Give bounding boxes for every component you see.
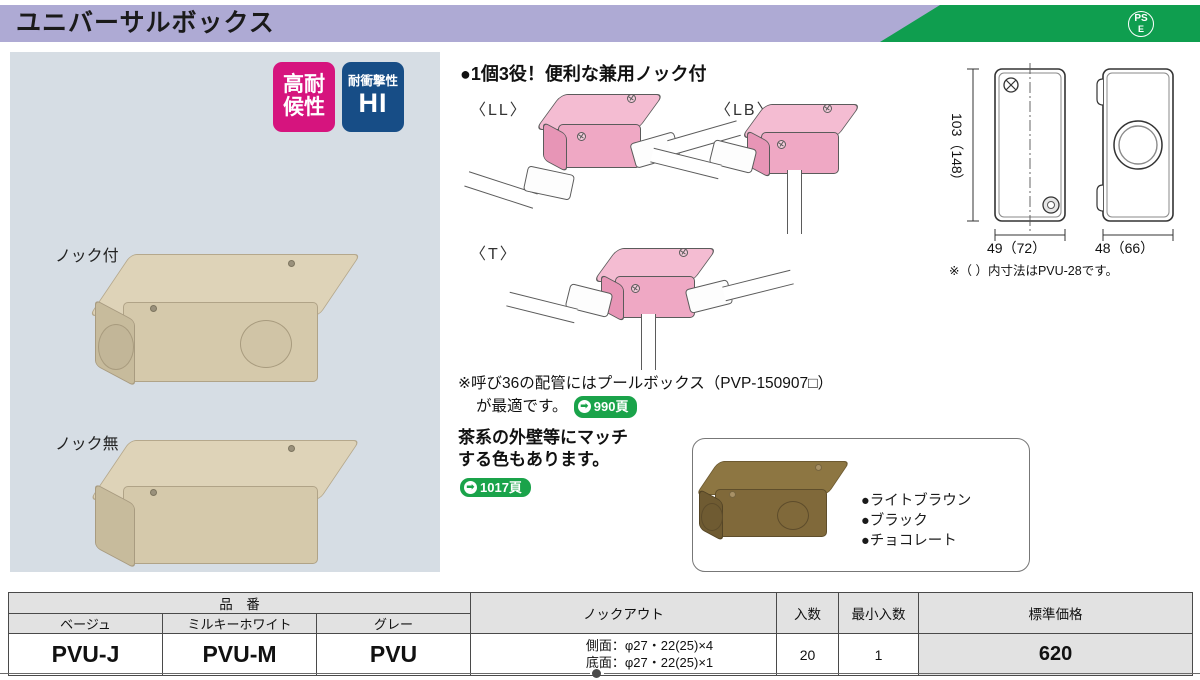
color-option: ●ライトブラウン [861, 493, 972, 509]
screw-icon [815, 464, 822, 471]
table-group-header: 品 番 [7, 592, 472, 614]
footer-rule [0, 668, 1200, 680]
config-label-ll: 〈LL〉 [470, 102, 528, 119]
dimension-svg [967, 63, 1174, 241]
config-label-t: 〈T〉 [470, 246, 518, 263]
brown-msg-line-1: 茶系の外壁等にマッチ [458, 428, 628, 447]
knockout-spec-line-2: 底面：φ27・22(25)×1 [585, 654, 714, 670]
color-variant-list: ●ライトブラウン ●ブラック ●チョコレート [861, 491, 971, 551]
note-line-1: ※呼び36の配管にはプールボックス（PVP-150907□） [458, 375, 834, 392]
page-reference-1017[interactable]: ➡ 1017頁 [460, 477, 531, 497]
arrow-right-icon: ➡ [464, 480, 477, 494]
knockout-circle-front [240, 320, 292, 368]
dimension-depth: 48（66） [1095, 240, 1155, 256]
pse-e-text: E [1137, 24, 1144, 34]
brown-msg-line-2: する色もあります。 [458, 450, 610, 470]
pse-ps-text: PS [1134, 13, 1148, 24]
table-header-milky-white: ミルキーホワイト [162, 613, 317, 634]
page-reference-990[interactable]: ➡ 990頁 [573, 396, 638, 418]
model-gray: PVU [315, 633, 472, 676]
badge-weather-resistance: 高耐 候性 [273, 62, 335, 132]
brown-color-message: 茶系の外壁等にマッチ する色もあります。 ➡ 1017頁 [458, 427, 693, 498]
note-line-2: が最適です。 [476, 398, 568, 416]
page-title: ユニバーサルボックス [16, 9, 275, 37]
table-header-qty: 入数 [776, 592, 840, 634]
photo-label-with-knockout: ノック付 [55, 248, 119, 265]
screw-icon [627, 94, 636, 103]
dimension-height: 103（148） [949, 113, 965, 188]
price-value: 620 [918, 633, 1194, 676]
table-header-gray: グレー [315, 613, 472, 634]
screw-icon [150, 489, 157, 496]
model-milky-white: PVU-M [162, 633, 317, 676]
model-beige: PVU-J [8, 633, 163, 676]
photo-label-without-knockout: ノック無 [55, 436, 119, 453]
dimension-width: 49（72） [987, 240, 1047, 256]
pse-mark-icon: PS E [1128, 11, 1154, 37]
header-purple-band [0, 5, 1000, 42]
table-header-beige: ベージュ [8, 613, 163, 634]
pool-box-note: ※呼び36の配管にはプールボックス（PVP-150907□） が最適です。 ➡ … [458, 372, 908, 419]
footer-dot [592, 669, 601, 678]
screw-icon [150, 305, 157, 312]
page-reference-label: 990頁 [593, 399, 629, 414]
knockout-circle-front [777, 501, 809, 530]
qty-value: 20 [776, 633, 840, 676]
product-photo-panel: ノック付 ノック無 高耐 候性 耐衝撃性 [10, 52, 440, 572]
table-header-row-2: ベージュ ミルキーホワイト グレー [8, 613, 1193, 634]
arrow-right-icon: ➡ [577, 400, 591, 414]
badge-impact-resistance: 耐衝撃性 HI [342, 62, 404, 132]
table-row: PVU-J PVU-M PVU 側面：φ27・22(25)×4 底面：φ27・2… [8, 633, 1194, 676]
knockout-circle-side [701, 503, 723, 531]
dimension-note: ※（ ）内寸法はPVU-28です。 [949, 264, 1118, 278]
page-reference-label: 1017頁 [480, 479, 522, 495]
color-option: ●ブラック [861, 513, 928, 529]
brown-color-panel: ●ライトブラウン ●ブラック ●チョコレート [692, 438, 1030, 572]
badge-line1: 高耐 [283, 73, 325, 97]
badge-line2: 候性 [283, 96, 325, 119]
screw-icon [729, 491, 736, 498]
screw-icon [777, 140, 786, 149]
table-header-min-qty: 最小入数 [838, 592, 920, 634]
table-header-price: 標準価格 [918, 592, 1194, 634]
screw-icon [577, 132, 586, 141]
screw-icon [679, 248, 688, 257]
screw-icon [823, 104, 832, 113]
specification-table: 品 番 ノックアウト 入数 最小入数 標準価格 ベージュ ミルキーホワイト グレ… [7, 592, 1194, 676]
badge-line2: HI [358, 88, 388, 119]
badge-line1: 耐衝撃性 [347, 74, 398, 89]
table-header-row-1: 品 番 ノックアウト 入数 最小入数 標準価格 [7, 592, 1194, 634]
screw-icon [288, 445, 295, 452]
knockout-spec: 側面：φ27・22(25)×4 底面：φ27・22(25)×1 [470, 633, 778, 676]
screw-icon [631, 284, 640, 293]
table-header-knockout: ノックアウト [470, 592, 778, 634]
feature-badges: 高耐 候性 耐衝撃性 HI [273, 62, 404, 132]
center-section: ●1個3役！便利な兼用ノック付 〈LL〉 〈LB〉 〈T〉 [455, 52, 915, 572]
knockout-circle-side [98, 324, 134, 370]
screw-icon [288, 260, 295, 267]
page-header: ユニバーサルボックス PS E [0, 0, 1200, 44]
knockout-spec-line-1: 側面：φ27・22(25)×4 [585, 638, 714, 654]
color-option: ●チョコレート [861, 533, 957, 549]
dimension-drawing: 103（148） 49（72） 48（66） ※（ ）内寸法はPVU-28です。 [925, 55, 1195, 285]
center-heading: ●1個3役！便利な兼用ノック付 [460, 64, 707, 84]
